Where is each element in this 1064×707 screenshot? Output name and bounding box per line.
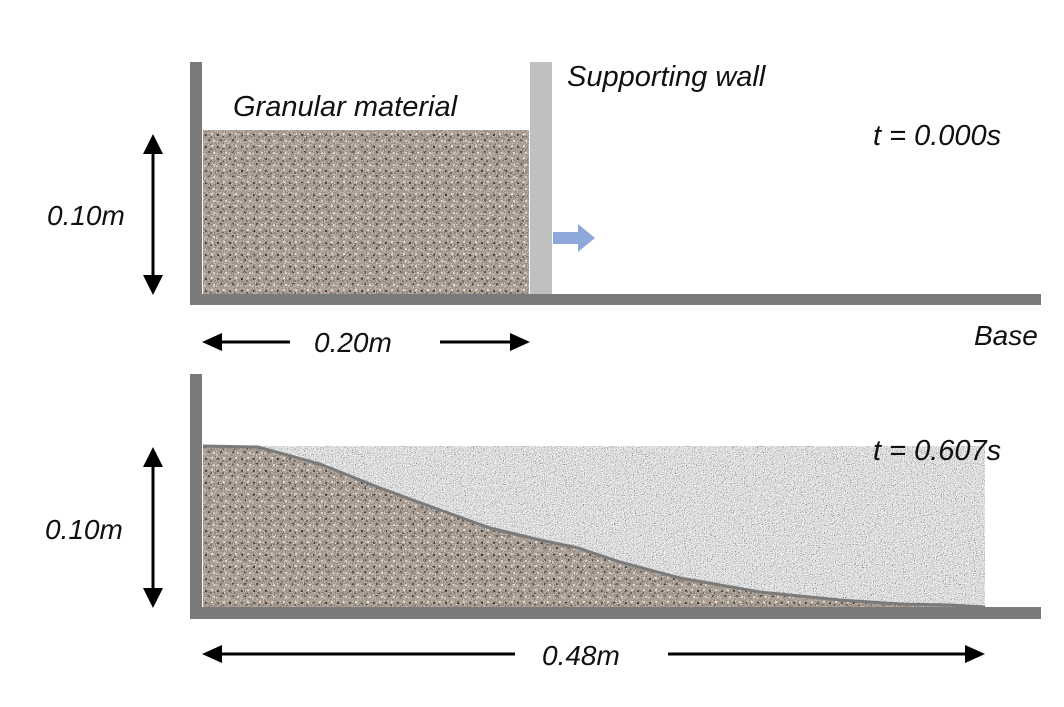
width-dimension-arrow xyxy=(202,333,530,351)
granular-block-initial xyxy=(203,130,529,294)
supporting-wall-label: Supporting wall xyxy=(567,61,767,93)
double-headed-arrow-icon xyxy=(143,134,163,295)
bottom-panel: t = 0.607s 0.10m 0.48m xyxy=(45,374,1041,671)
granular-pile-collapsed xyxy=(203,446,985,607)
top-panel: Granular material Supporting wall t = 0.… xyxy=(47,61,1041,358)
base-floor-bottom xyxy=(190,607,1041,619)
left-wall-bottom xyxy=(190,374,202,619)
runout-dimension-arrow xyxy=(202,645,985,663)
height-dimension-arrow-bottom xyxy=(143,447,163,608)
runout-label: 0.48m xyxy=(542,640,620,671)
width-label: 0.20m xyxy=(314,327,392,358)
time-label-final: t = 0.607s xyxy=(873,435,1001,467)
left-wall-top xyxy=(190,62,202,304)
pile-surface-outline xyxy=(202,444,986,609)
supporting-wall xyxy=(530,62,552,296)
granular-material-label: Granular material xyxy=(233,91,459,123)
time-label-initial: t = 0.000s xyxy=(873,120,1001,152)
height-label-top: 0.10m xyxy=(47,200,125,231)
base-floor-top xyxy=(190,294,1041,305)
arrow-right-icon xyxy=(553,224,595,252)
base-label: Base xyxy=(974,320,1038,351)
height-label-bottom: 0.10m xyxy=(45,514,123,545)
